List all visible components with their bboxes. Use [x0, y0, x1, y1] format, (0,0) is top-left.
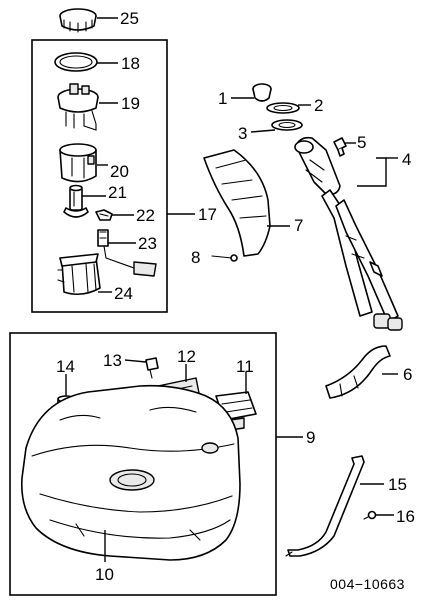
- callout-17: 17: [198, 205, 217, 224]
- part-7-heat-shield: [203, 149, 271, 257]
- part-2-gasket: [266, 102, 300, 114]
- fuel-tank-body: [20, 384, 241, 561]
- callout-13: 13: [103, 351, 122, 370]
- fuel-tank-frame: [9, 332, 277, 596]
- part-23-level-sender: [97, 229, 157, 277]
- part-24-pump-reservoir: [57, 253, 101, 296]
- callout-7: 7: [294, 216, 303, 235]
- callout-19: 19: [121, 94, 140, 113]
- part-16-strap-bolt: [363, 510, 377, 520]
- callout-9: 9: [306, 428, 315, 447]
- callout-2: 2: [314, 96, 323, 115]
- callout-18: 18: [121, 54, 140, 73]
- part-19-pump-flange: [57, 83, 99, 131]
- callout-15: 15: [388, 475, 407, 494]
- part-18-seal-ring: [54, 52, 98, 72]
- callout-20: 20: [110, 162, 129, 181]
- callout-14: 14: [56, 357, 75, 376]
- callout-21: 21: [108, 183, 127, 202]
- part-3-retainer-ring: [271, 119, 303, 131]
- callout-23: 23: [138, 234, 157, 253]
- part-5-bolt: [333, 137, 347, 157]
- callout-16: 16: [396, 507, 415, 526]
- part-22-clip: [95, 209, 113, 221]
- callout-1: 1: [218, 89, 227, 108]
- callout-24: 24: [114, 284, 133, 303]
- part-4-filler-neck: [294, 136, 403, 331]
- callout-6: 6: [403, 365, 412, 384]
- callout-4: 4: [402, 150, 411, 169]
- callout-22: 22: [136, 206, 155, 225]
- part-15-tank-strap: [285, 455, 365, 557]
- callout-8: 8: [191, 248, 200, 267]
- callout-5: 5: [357, 133, 366, 152]
- part-6-hose: [325, 345, 391, 399]
- part-13-bolt: [145, 357, 159, 379]
- callout-10: 10: [95, 565, 114, 584]
- part-1-grommet: [252, 83, 272, 102]
- callout-25: 25: [120, 9, 139, 28]
- part-21-fuel-pump: [63, 184, 89, 218]
- part-25-fuel-cap: [59, 8, 97, 33]
- diagram-reference-code: 004−10663: [330, 576, 405, 592]
- callout-12: 12: [177, 347, 196, 366]
- callout-3: 3: [238, 124, 247, 143]
- fuel-pump-module-frame: [31, 39, 168, 313]
- part-20-pump-housing: [59, 143, 97, 183]
- callout-11: 11: [236, 357, 254, 376]
- part-8-screw: [211, 254, 238, 262]
